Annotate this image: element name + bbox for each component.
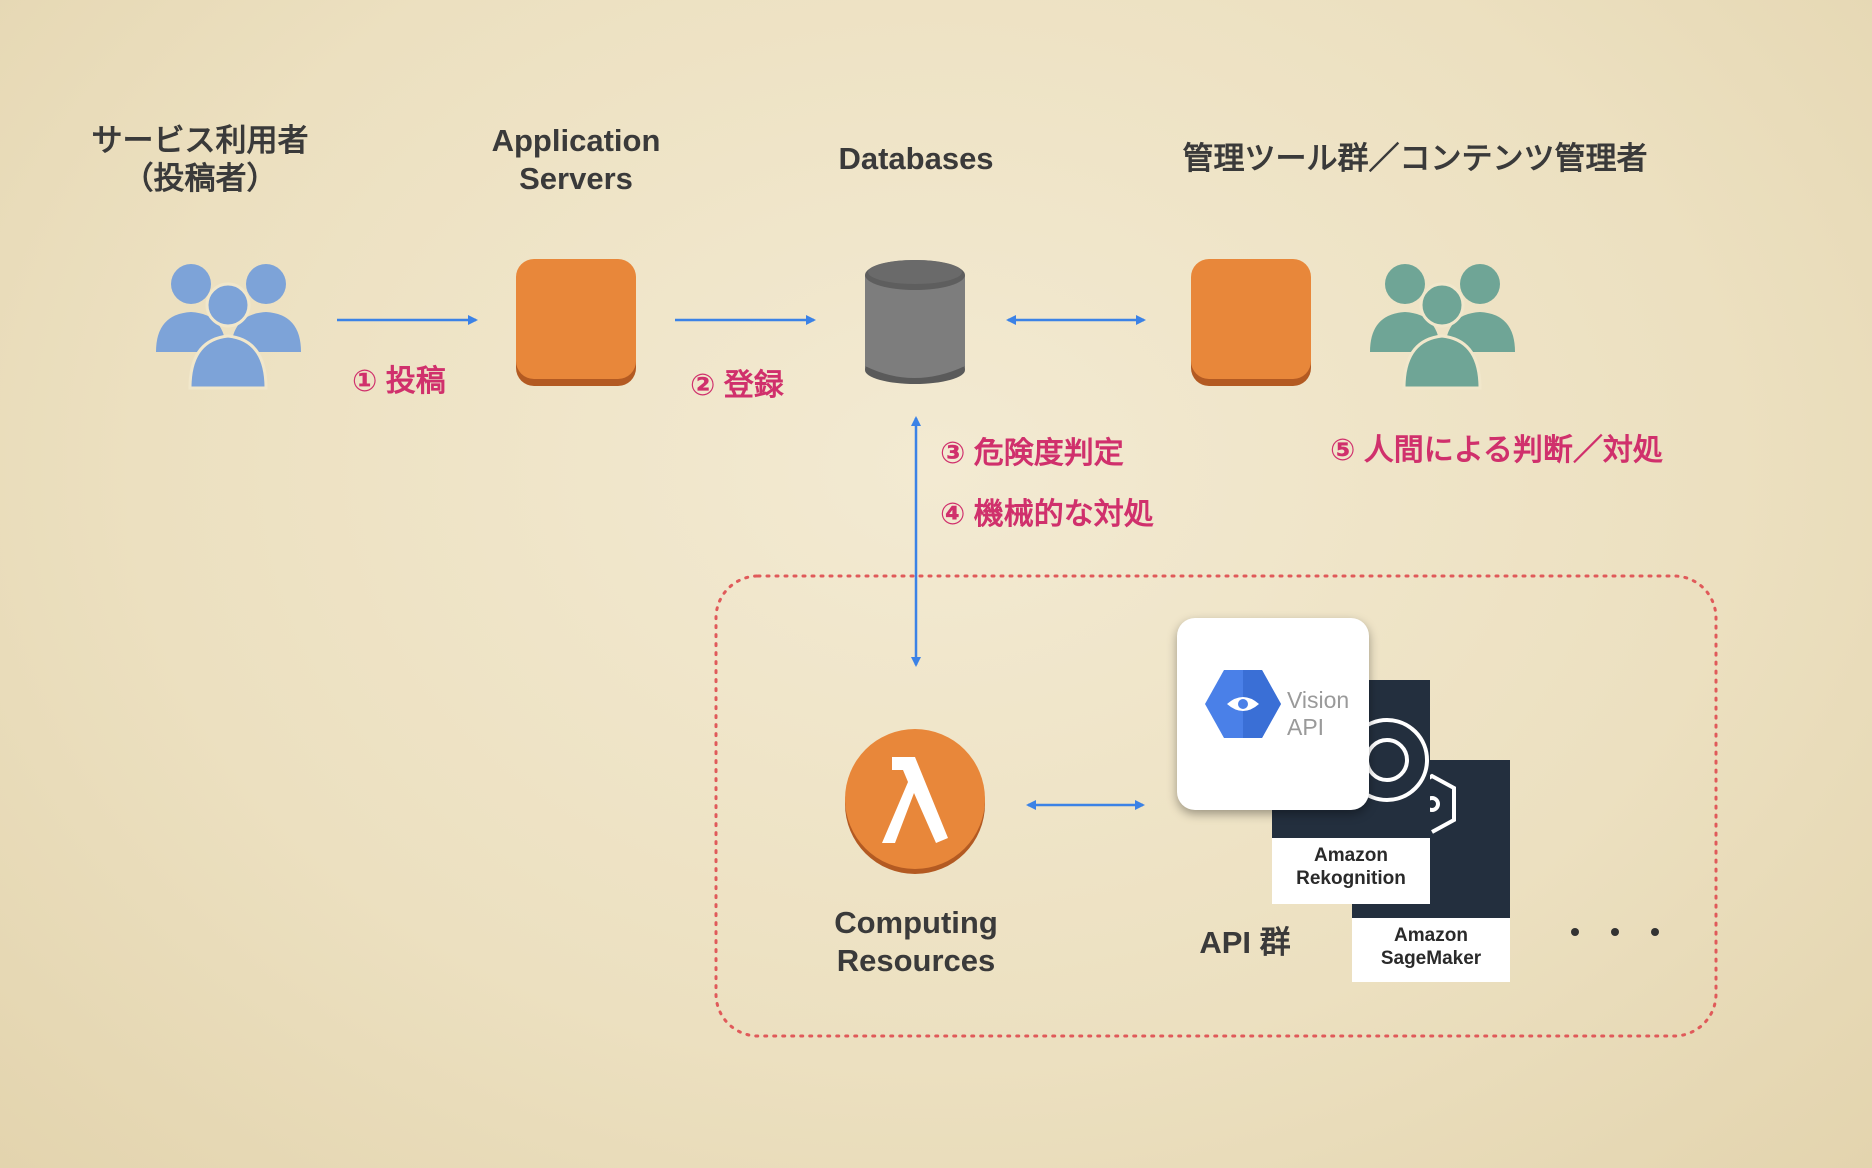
users-group-icon	[156, 264, 301, 390]
vision-api-icon	[1205, 670, 1281, 738]
databases-label: Databases	[838, 141, 994, 176]
vision-api-card: Vision API	[1177, 618, 1369, 810]
step-4: ④ 機械的な対処	[940, 498, 1154, 531]
app-servers-label: Application Servers	[491, 123, 661, 196]
server-box-icon	[516, 259, 636, 386]
step-2: ② 登録	[690, 369, 784, 402]
vision-label-1: Vision	[1287, 687, 1350, 713]
database-cylinder-icon	[865, 260, 965, 384]
server-box-icon	[1191, 259, 1311, 386]
lambda-icon	[845, 729, 985, 874]
computing-label: Computing Resources	[834, 905, 998, 978]
vision-label-2: API	[1287, 714, 1325, 740]
sagemaker-label: Amazon SageMaker	[1352, 918, 1510, 982]
step-5: ⑤ 人間による判断／対処	[1330, 434, 1663, 467]
admin-tools-label: 管理ツール群／コンテンツ管理者	[1182, 141, 1648, 176]
api-group-label: API 群	[1199, 925, 1291, 960]
users-group-icon	[1370, 264, 1515, 390]
service-users-label: サービス利用者 （投稿者）	[91, 123, 309, 196]
more-label: ・・・	[1560, 916, 1670, 946]
api-group-border	[714, 574, 1718, 1038]
step-3: ③ 危険度判定	[940, 437, 1124, 470]
rekognition-label: Amazon Rekognition	[1272, 838, 1430, 904]
more-dots	[1571, 928, 1659, 936]
step-1: ① 投稿	[352, 365, 446, 398]
